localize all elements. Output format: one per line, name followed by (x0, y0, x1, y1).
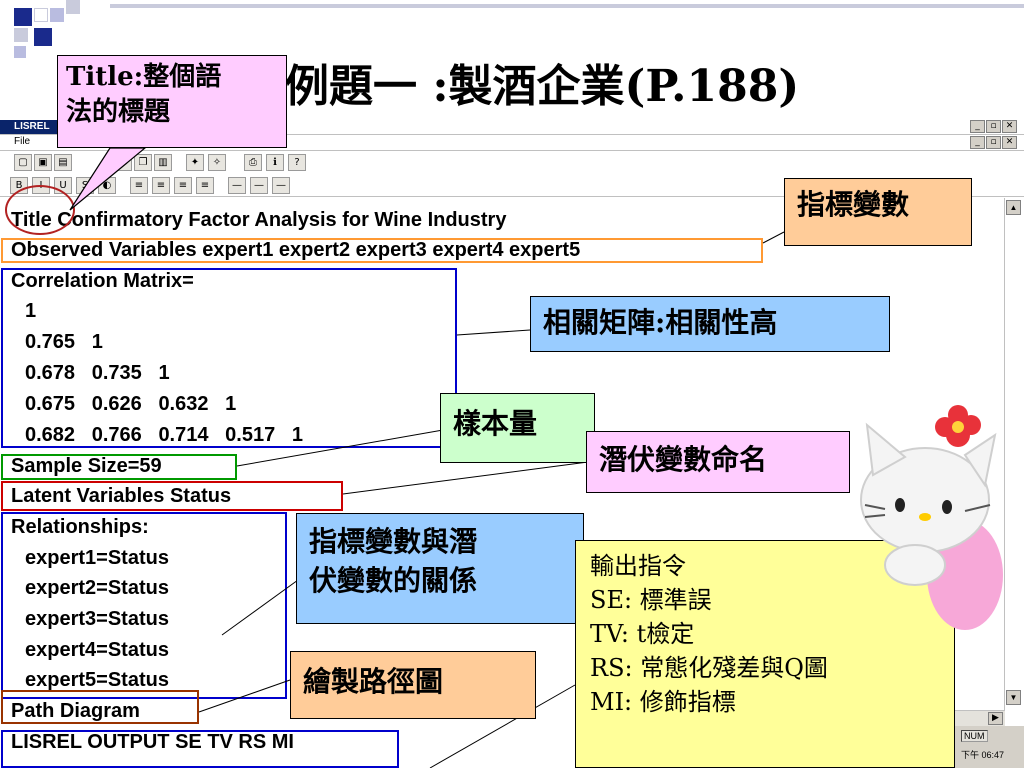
code-latent-line: Latent Variables Status (11, 485, 232, 507)
menu-file[interactable]: File (14, 136, 31, 147)
slide-title: 例題一 :製酒企業(P.188) (285, 61, 800, 112)
doc-minimize-button[interactable]: _ (970, 136, 985, 149)
sample-size-highlight (1, 454, 237, 480)
code-corr-row: 0.765 1 (25, 331, 103, 353)
scroll-right-icon[interactable]: ▶ (988, 712, 1003, 725)
code-relationship: expert2=Status (25, 577, 169, 599)
num-lock-indicator: NUM (961, 730, 988, 742)
title-note-line: 法的標題 (66, 97, 171, 128)
decor-square (34, 28, 52, 46)
copy-icon[interactable]: ❐ (134, 154, 152, 171)
window-app-title: LISREL (0, 120, 60, 134)
code-relationship: expert3=Status (25, 608, 169, 630)
title-note-callout: Title:整個語 法的標題 (57, 55, 287, 148)
indicator-vars-callout: 指標變數 (784, 178, 972, 246)
align-left-icon[interactable]: ≡ (130, 177, 148, 194)
code-relationship: expert5=Status (25, 669, 169, 691)
code-path-diagram: Path Diagram (11, 700, 140, 722)
run-icon[interactable]: ✦ (186, 154, 204, 171)
new-file-icon[interactable]: ▢ (14, 154, 32, 171)
vertical-scrollbar[interactable]: ▲ ▼ (1004, 198, 1022, 718)
title-word-circle (5, 185, 75, 235)
toolbar: ▢ ▣ ▤ ✂ ❐ ▥ ✦ ✧ ⎙ ℹ ? (0, 151, 1024, 175)
latent-naming-callout: 潛伏變數命名 (586, 431, 850, 493)
justify-icon[interactable]: ≡ (196, 177, 214, 194)
output-callout-line: TV: t檢定 (590, 620, 695, 648)
relationship-callout-line: 指標變數與潛 (309, 525, 478, 558)
line-icon[interactable]: — (228, 177, 246, 194)
code-title-line: Title Confirmatory Factor Analysis for W… (11, 209, 507, 231)
decor-square (34, 8, 48, 22)
kitty-illustration (860, 405, 1003, 630)
help-icon[interactable]: ? (288, 154, 306, 171)
sample-size-callout: 樣本量 (440, 393, 595, 463)
output-commands-callout: 輸出指令 SE: 標準誤 TV: t檢定 RS: 常態化殘差與Q圖 MI: 修飾… (575, 540, 955, 768)
doc-restore-button[interactable]: ▫ (986, 136, 1001, 149)
code-relationship: expert1=Status (25, 547, 169, 569)
code-corr-row: 0.675 0.626 0.632 1 (25, 393, 237, 415)
output-highlight (1, 730, 399, 768)
relationship-callout: 指標變數與潛 伏變數的關係 (296, 513, 584, 624)
cut-icon[interactable]: ✂ (114, 154, 132, 171)
output-callout-line: MI: 修飾指標 (590, 688, 736, 716)
print-icon[interactable]: ⎙ (244, 154, 262, 171)
color-icon[interactable]: ◐ (98, 177, 116, 194)
horizontal-scrollbar[interactable]: ▶ (955, 710, 1005, 726)
run-all-icon[interactable]: ✧ (208, 154, 226, 171)
code-corr-row: 0.678 0.735 1 (25, 362, 170, 384)
scroll-up-icon[interactable]: ▲ (1006, 200, 1021, 215)
relationships-highlight (1, 512, 287, 699)
output-callout-line: RS: 常態化殘差與Q圖 (590, 654, 828, 682)
output-callout-line: SE: 標準誤 (590, 586, 712, 614)
info-icon[interactable]: ℹ (266, 154, 284, 171)
corr-matrix-highlight (1, 268, 457, 448)
code-relationships-header: Relationships: (11, 516, 149, 538)
decor-square (14, 46, 26, 58)
title-rule (110, 4, 1024, 8)
latent-highlight (1, 481, 343, 511)
observed-highlight (1, 238, 763, 263)
align-center-icon[interactable]: ≡ (152, 177, 170, 194)
code-corr-header: Correlation Matrix= (11, 270, 194, 292)
decor-square (50, 8, 64, 22)
code-corr-row: 1 (25, 300, 37, 322)
status-clock: 下午 06:47 (961, 750, 1005, 760)
title-note-line: Title:整個語 (66, 62, 222, 92)
decor-square (66, 0, 80, 14)
output-callout-line: 輸出指令 (590, 552, 686, 580)
relationship-callout-line: 伏變數的關係 (309, 564, 478, 598)
open-file-icon[interactable]: ▣ (34, 154, 52, 171)
minimize-button[interactable]: _ (970, 120, 985, 133)
code-observed-line: Observed Variables expert1 expert2 exper… (11, 239, 581, 261)
corr-matrix-callout: 相關矩陣:相關性高 (530, 296, 890, 352)
code-output-line: LISREL OUTPUT SE TV RS MI (11, 731, 294, 753)
code-sample-size: Sample Size=59 (11, 455, 162, 477)
strikethrough-icon[interactable]: S (76, 177, 94, 194)
line-icon[interactable]: — (272, 177, 290, 194)
status-bar: NUM 下午 06:47 (955, 726, 1024, 768)
code-relationship: expert4=Status (25, 639, 169, 661)
save-file-icon[interactable]: ▤ (54, 154, 72, 171)
paste-icon[interactable]: ▥ (154, 154, 172, 171)
line-icon[interactable]: — (250, 177, 268, 194)
path-diagram-highlight (1, 690, 199, 724)
restore-button[interactable]: ▫ (986, 120, 1001, 133)
code-corr-row: 0.682 0.766 0.714 0.517 1 (25, 424, 303, 446)
path-diagram-callout: 繪製路徑圖 (290, 651, 536, 719)
decor-square (14, 8, 32, 26)
doc-close-button[interactable]: ✕ (1002, 136, 1017, 149)
scroll-down-icon[interactable]: ▼ (1006, 690, 1021, 705)
decor-square (14, 28, 28, 42)
close-button[interactable]: ✕ (1002, 120, 1017, 133)
align-right-icon[interactable]: ≡ (174, 177, 192, 194)
